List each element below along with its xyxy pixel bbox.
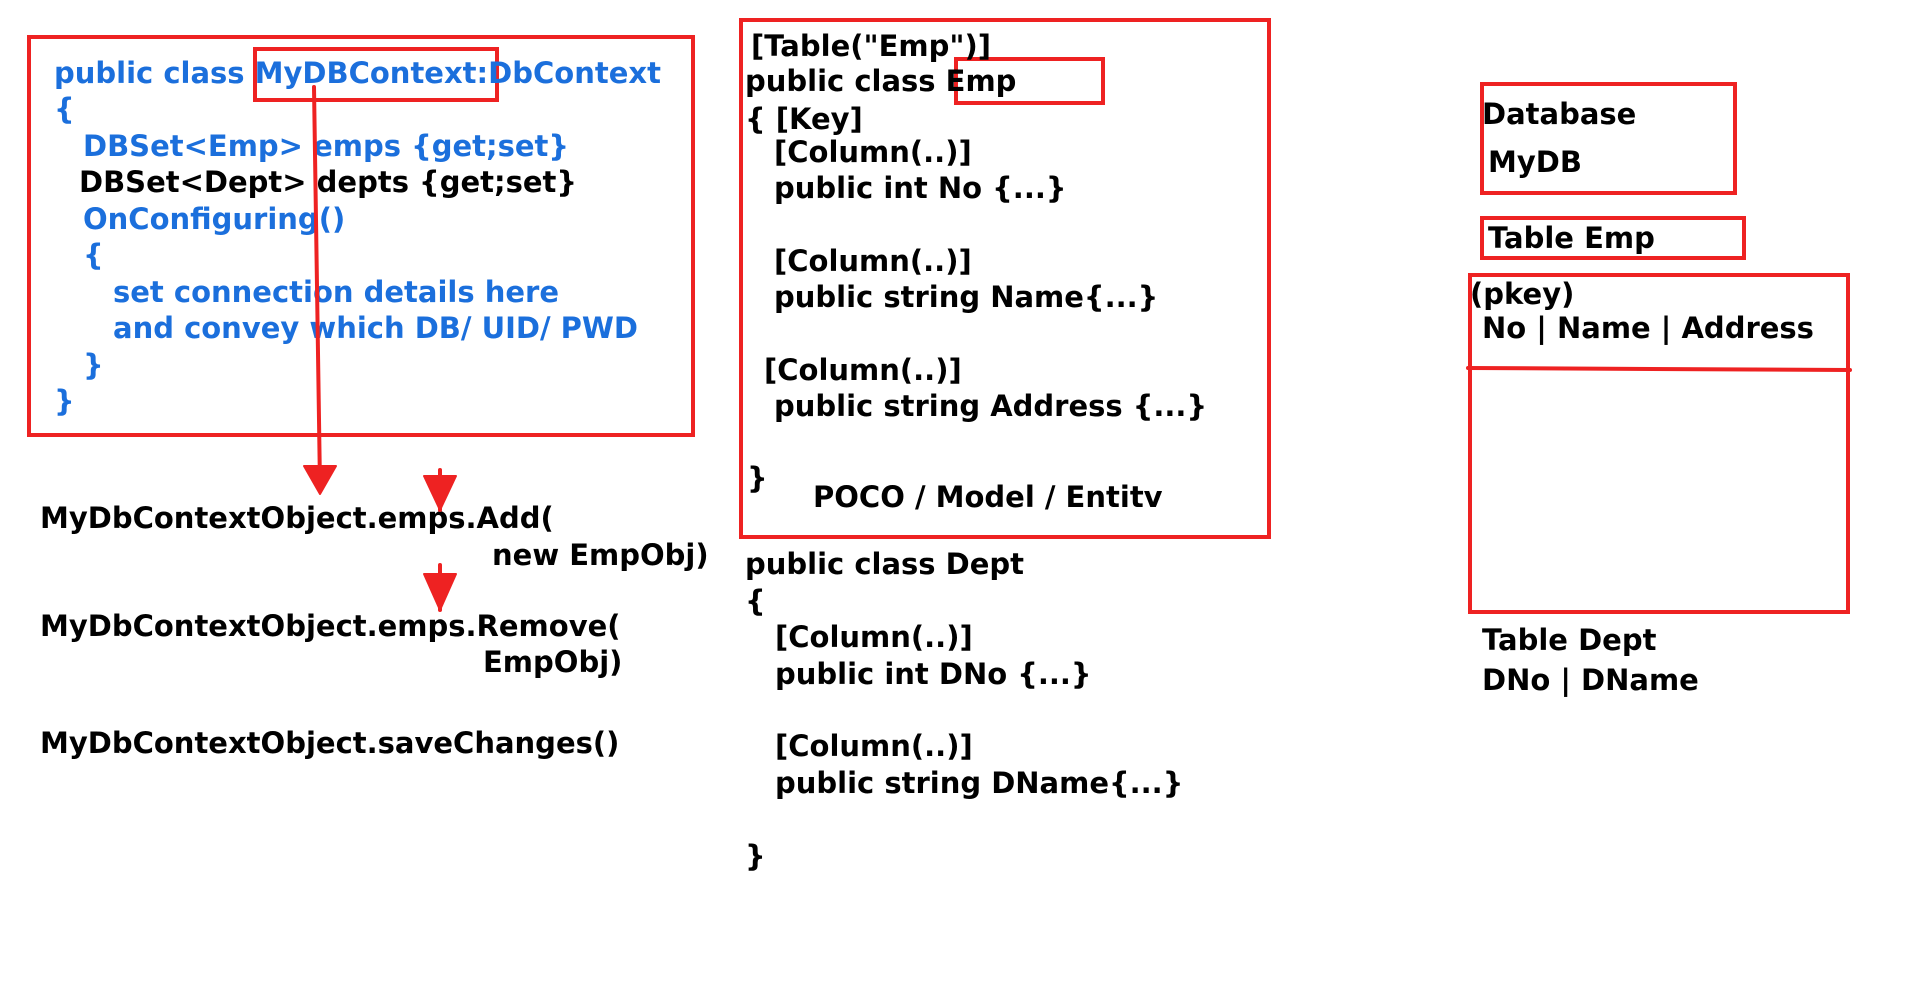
dept-close-brace: } — [745, 839, 766, 873]
emp-no-property: public int No {...} — [774, 171, 1067, 205]
emp-class-keyword: public class — [745, 64, 946, 98]
class-keyword: public class — [54, 56, 255, 90]
emp-class-declaration: public class Emp — [745, 63, 1016, 99]
mydbcontext-highlight-box — [253, 47, 499, 102]
emp-class-code-box — [739, 18, 1271, 539]
base-class-name: DbContext — [488, 56, 661, 90]
onconfiguring-close-brace: } — [83, 348, 104, 382]
inheritance-colon: : — [476, 56, 489, 90]
emp-address-property: public string Address {...} — [774, 389, 1208, 423]
onconfiguring-open-brace: { — [83, 238, 104, 272]
context-close-brace: } — [54, 384, 75, 418]
connection-note-line2: and convey which DB/ UID/ PWD — [113, 311, 638, 345]
table-emp-columns: No | Name | Address — [1482, 311, 1814, 345]
connection-note-line1: set connection details here — [113, 275, 560, 309]
onconfiguring-method: OnConfiguring() — [83, 202, 346, 236]
context-open-brace: { — [54, 92, 75, 126]
remove-call-line1: MyDbContextObject.emps.Remove( — [40, 609, 621, 643]
emp-no-column-attribute: [Column(..)] — [774, 135, 972, 169]
poco-model-entity-caption: POCO / Model / Entitv — [813, 480, 1163, 514]
emp-table-attribute: [Table("Emp")] — [751, 29, 992, 63]
add-arrowhead — [423, 475, 457, 511]
depts-dbset-property: DBSet<Dept> depts {get;set} — [79, 165, 578, 199]
remove-call-line2: EmpObj) — [483, 645, 623, 679]
add-call-line2: new EmpObj) — [492, 538, 709, 572]
savechanges-call: MyDbContextObject.saveChanges() — [40, 726, 620, 760]
emp-key-attribute: { [Key] — [745, 102, 863, 136]
context-to-add-arrowhead — [303, 465, 337, 495]
emps-dbset-property: DBSet<Emp> emps {get;set} — [83, 129, 570, 163]
pkey-label: (pkey) — [1470, 277, 1575, 311]
emp-name-highlight-box — [954, 57, 1105, 105]
dept-dno-property: public int DNo {...} — [775, 657, 1092, 691]
context-to-add-arrow-shaft — [312, 85, 322, 488]
dept-dno-column-attribute: [Column(..)] — [775, 620, 973, 654]
table-emp-title-box — [1480, 216, 1746, 260]
remove-arrowhead — [423, 573, 457, 611]
dept-dname-property: public string DName{...} — [775, 766, 1184, 800]
table-emp-grid-box — [1468, 273, 1850, 614]
table-dept-columns: DNo | DName — [1482, 663, 1699, 697]
emp-class-name: Emp — [945, 64, 1017, 98]
emp-name-property: public string Name{...} — [774, 280, 1159, 314]
dept-dname-column-attribute: [Column(..)] — [775, 729, 973, 763]
context-class-name: MyDBContext — [254, 56, 477, 90]
dept-class-declaration: public class Dept — [745, 547, 1025, 581]
database-name: MyDB — [1488, 145, 1582, 179]
table-dept-title: Table Dept — [1482, 623, 1657, 657]
dept-open-brace: { — [745, 584, 766, 618]
dbcontext-code-box — [27, 35, 695, 437]
add-call-line1: MyDbContextObject.emps.Add( — [40, 501, 554, 535]
emp-close-brace: } — [747, 461, 768, 495]
emp-name-column-attribute: [Column(..)] — [774, 244, 972, 278]
database-box — [1480, 82, 1737, 195]
emp-table-header-divider — [1466, 366, 1852, 372]
dbcontext-declaration: public class MyDBContext:DbContext — [54, 55, 661, 91]
emp-address-column-attribute: [Column(..)] — [764, 353, 962, 387]
table-emp-title: Table Emp — [1488, 221, 1655, 255]
database-label: Database — [1482, 97, 1637, 131]
